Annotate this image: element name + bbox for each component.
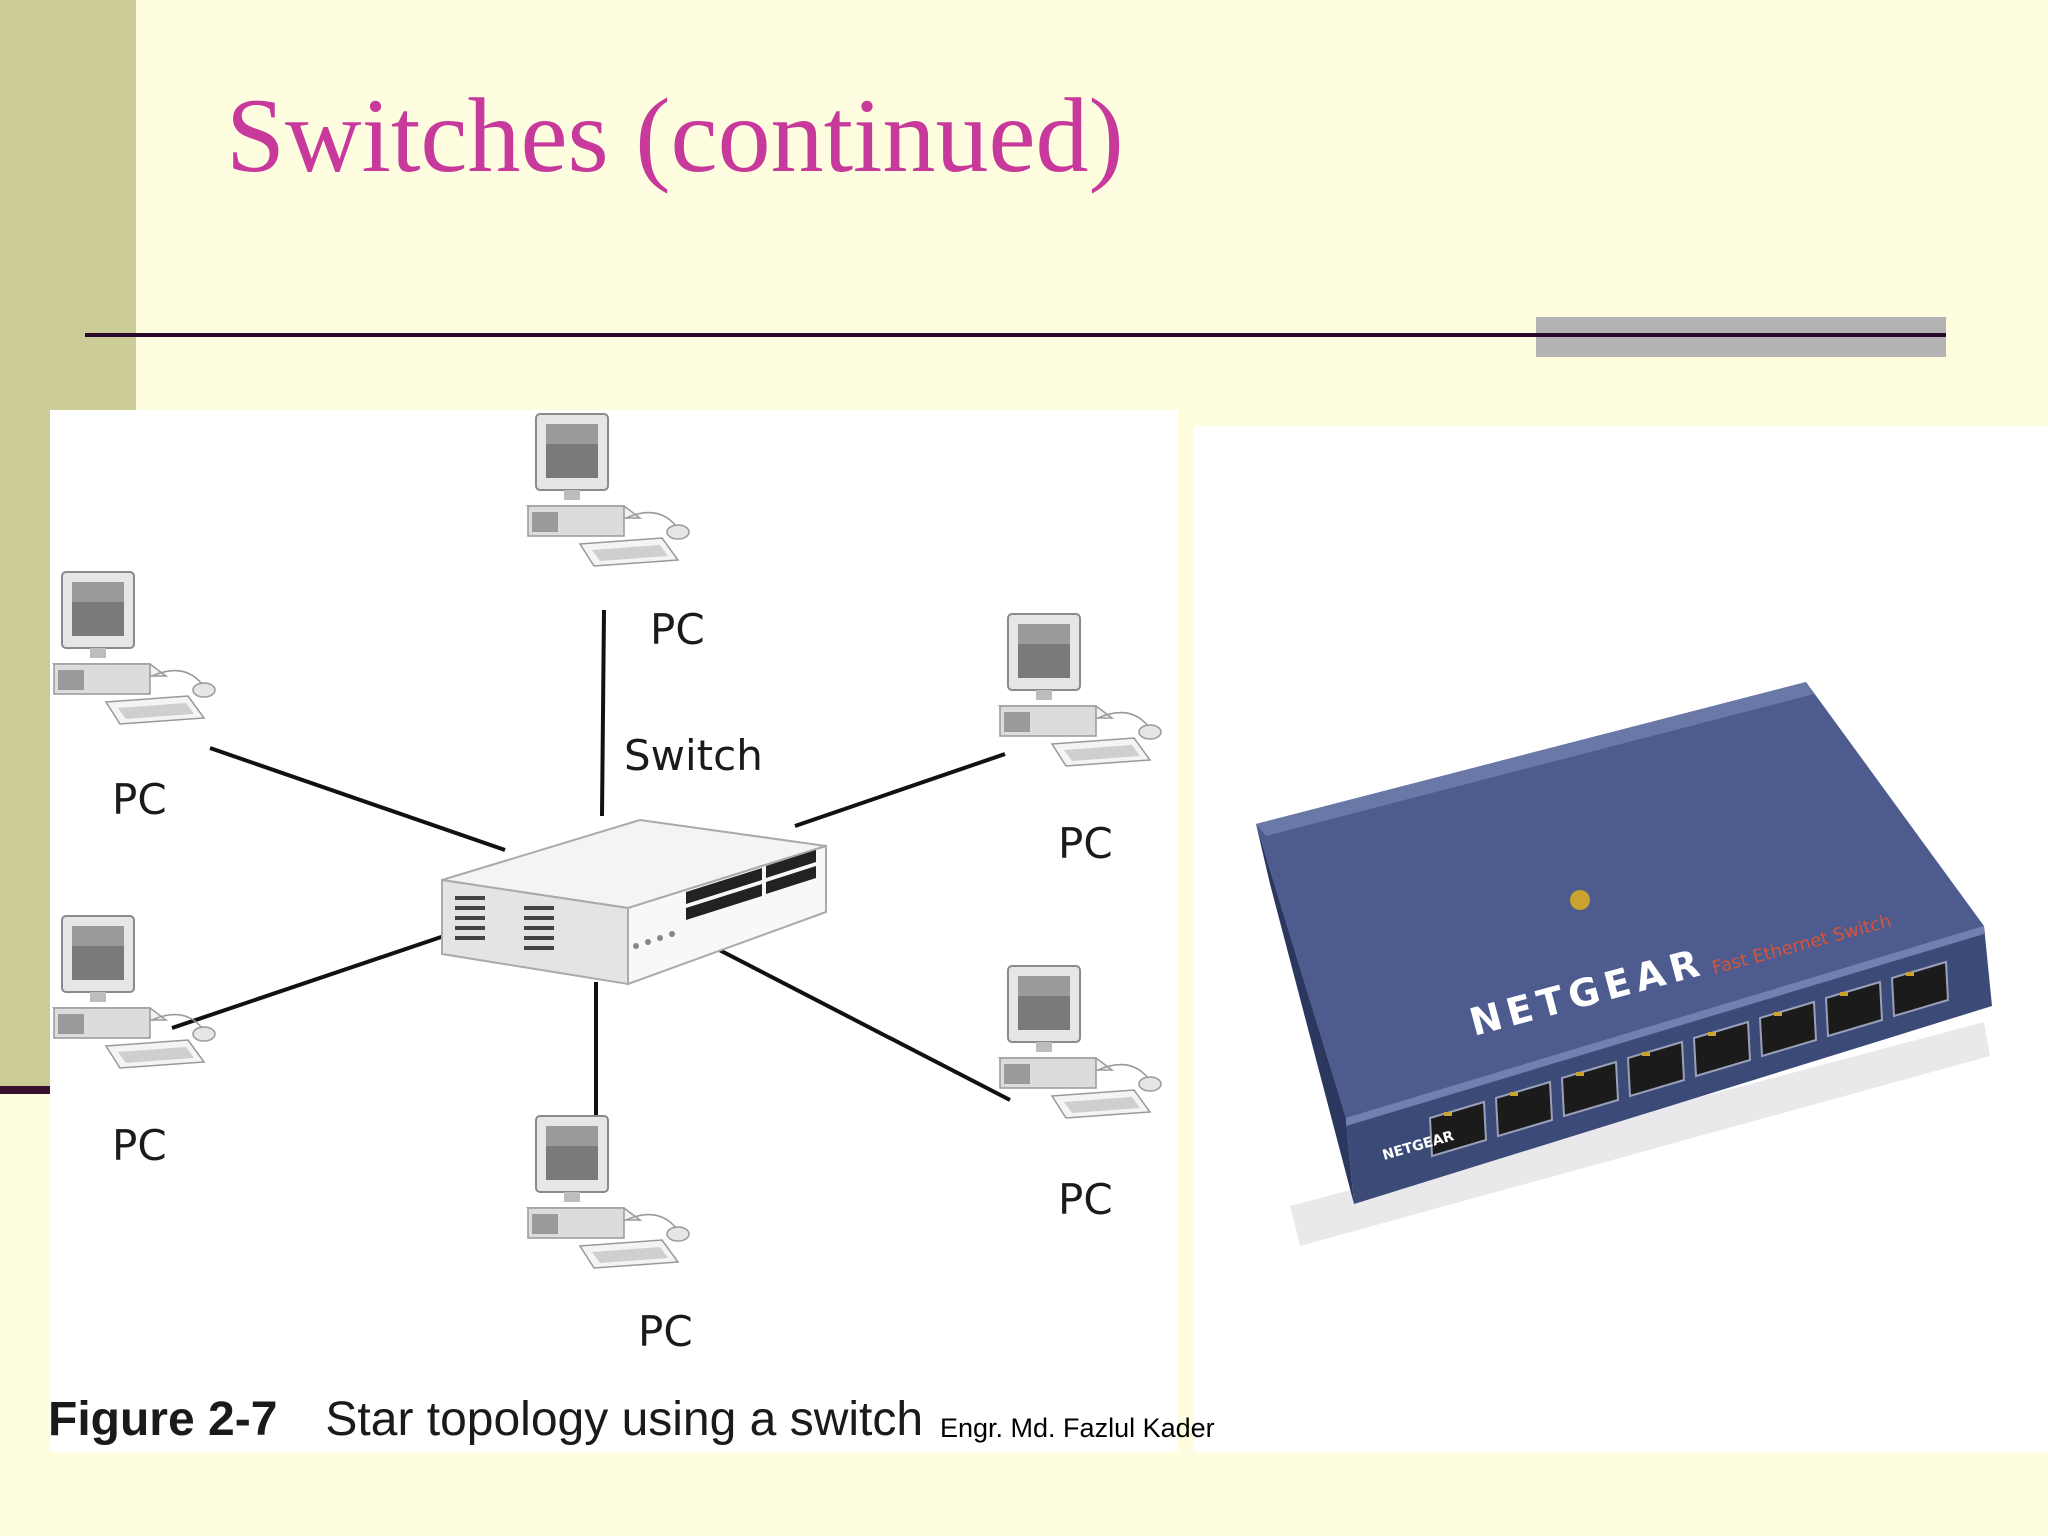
switch-icon <box>441 818 827 986</box>
pc-icon-upper-left <box>53 571 216 725</box>
star-topology-figure: PC PC PC PC PC PC Switch <box>50 410 1178 1452</box>
link-top <box>600 609 606 817</box>
pc-label-upper-right: PC <box>1058 819 1113 868</box>
author-footer: Engr. Md. Fazlul Kader <box>940 1413 1215 1443</box>
pc-label-top: PC <box>650 605 705 654</box>
pc-label-upper-left: PC <box>112 775 167 824</box>
pc-label-lower-right: PC <box>1058 1175 1113 1224</box>
figure-caption-text: Star topology using a switch <box>325 1393 924 1446</box>
star-topology-diagram: PC PC PC PC PC PC Switch <box>53 413 1162 1356</box>
pc-icon-lower-right <box>999 965 1162 1119</box>
link-lower-right <box>699 938 1011 1102</box>
link-lower-left <box>171 932 451 1030</box>
pc-icon-top <box>527 413 690 567</box>
ethernet-ports <box>1428 960 1950 1158</box>
slide-title: Switches (continued) <box>226 77 1124 194</box>
netgear-switch-image: NETGEAR Fast Ethernet Switch NETGEAR <box>1256 682 1992 1246</box>
link-upper-right <box>794 752 1006 828</box>
pc-label-bottom: PC <box>638 1307 693 1356</box>
switch-photo: NETGEAR Fast Ethernet Switch NETGEAR <box>1194 426 2048 1452</box>
topology-links <box>171 609 1011 1128</box>
pc-label-lower-left: PC <box>112 1121 167 1170</box>
sidebar-rule <box>0 1086 60 1094</box>
switch-label: Switch <box>624 731 763 780</box>
figure-number: Figure 2-7 <box>48 1393 278 1446</box>
figure-caption: Figure 2-7 Star topology using a switch <box>48 1392 923 1447</box>
pc-icon-bottom <box>527 1115 690 1269</box>
link-upper-left <box>209 746 506 852</box>
title-accent-bar <box>1536 317 1946 357</box>
pc-icon-upper-right <box>999 613 1162 767</box>
pc-icon-lower-left <box>53 915 216 1069</box>
title-rule <box>85 333 1946 337</box>
